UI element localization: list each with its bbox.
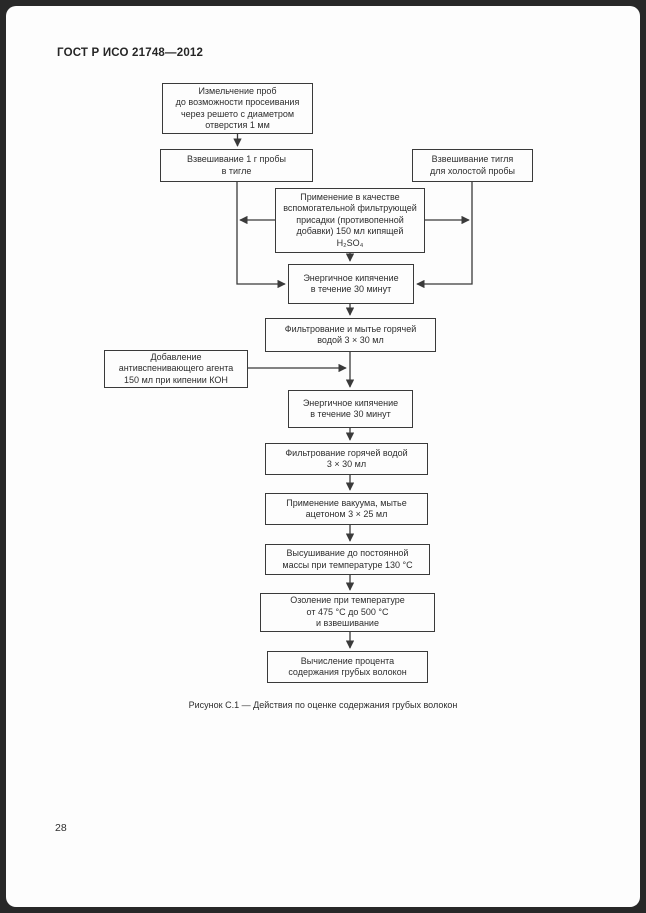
flowchart-box-filter-wash-water: Фильтрование и мытье горячей водой 3 × 3… bbox=[265, 318, 436, 352]
flowchart-box-calculate: Вычисление процента содержания грубых во… bbox=[267, 651, 428, 683]
document-header: ГОСТ Р ИСО 21748—2012 bbox=[57, 47, 204, 59]
flowchart-box-ash: Озоление при температуре от 475 °С до 50… bbox=[260, 593, 435, 632]
flowchart-box-weigh-crucible: Взвешивание тигля для холостой пробы bbox=[412, 149, 533, 182]
flowchart-box-boil-2: Энергичное кипячение в течение 30 минут bbox=[288, 390, 413, 428]
flowchart-box-boil-1: Энергичное кипячение в течение 30 минут bbox=[288, 264, 414, 304]
page-number: 28 bbox=[55, 822, 67, 834]
figure-caption: Рисунок С.1 — Действия по оценке содержа… bbox=[188, 700, 458, 710]
flowchart-box-vacuum-acetone: Применение вакуума, мытье ацетоном 3 × 2… bbox=[265, 493, 428, 525]
flowchart-box-grind: Измельчение проб до возможности просеива… bbox=[162, 83, 313, 134]
flowchart-box-filter-hot-water: Фильтрование горячей водой 3 × 30 мл bbox=[265, 443, 428, 475]
flowchart-box-dry: Высушивание до постоянной массы при темп… bbox=[265, 544, 430, 575]
flowchart-box-acid-additive: Применение в качестве вспомогательной фи… bbox=[275, 188, 425, 253]
flowchart-box-antifoam: Добавление антивспенивающего агента 150 … bbox=[104, 350, 248, 388]
flowchart-box-weigh-sample: Взвешивание 1 г пробы в тигле bbox=[160, 149, 313, 182]
